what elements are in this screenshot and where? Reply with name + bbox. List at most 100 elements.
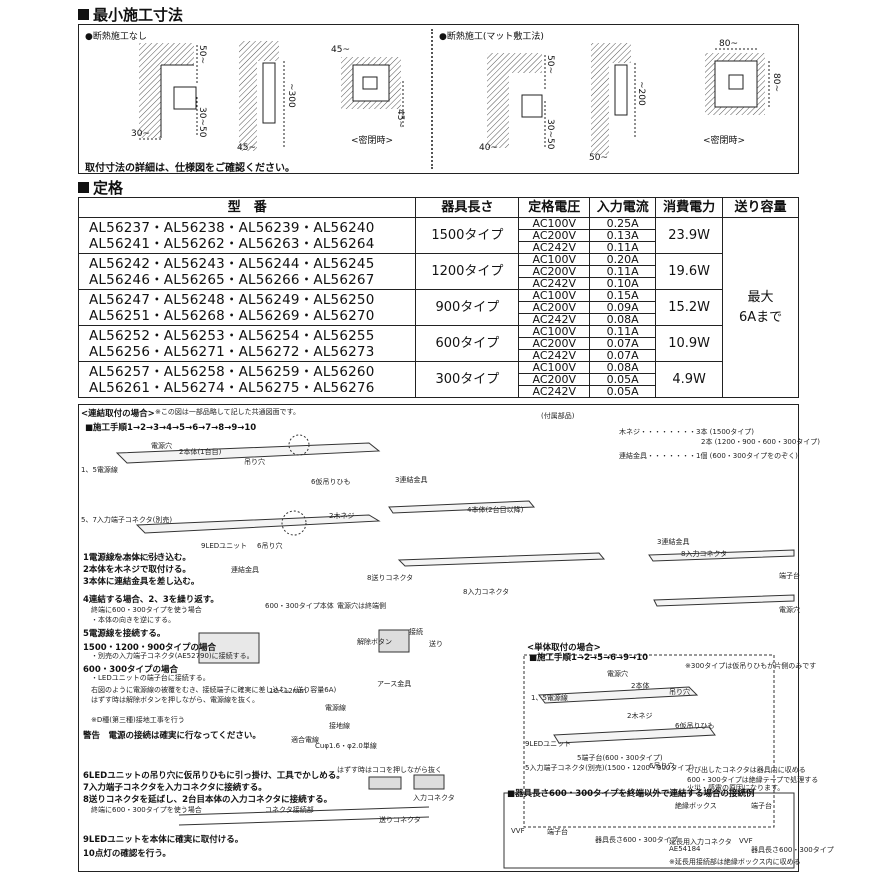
step-text: ・別売の入力端子コネクタ(AE52790)に接続する。: [91, 652, 254, 660]
no-insulation-label: ●断熱施工なし: [85, 32, 147, 42]
model-line: AL56252・AL56253・AL56254・AL56255: [89, 327, 375, 344]
bottom-label: AE54184: [669, 845, 701, 853]
header-capacity: 送り容量: [722, 197, 799, 218]
bottom-label: 器具長さ600・300タイプ: [595, 836, 678, 844]
current-cell: 0.13A: [589, 229, 657, 242]
step-text: 6LEDユニットの吊り穴に仮吊りひもに引っ掛け、工具でかしめる。: [83, 771, 345, 781]
diagram-label: 電源穴: [151, 442, 172, 450]
parts-line: 2本 (1200・900・600・300タイプ): [701, 438, 821, 446]
dim-right-7: 80~: [771, 73, 781, 92]
current-cell: 0.08A: [589, 361, 657, 374]
diagram-label: 2本体(1台目): [179, 448, 222, 456]
dim-left-3: 30~: [131, 129, 150, 139]
model-line: AL56246・AL56265・AL56266・AL56267: [89, 271, 375, 288]
current-cell: 0.10A: [589, 277, 657, 290]
single-led: [553, 726, 716, 744]
diagram-label: 8入力コネクタ: [681, 550, 728, 558]
section-square-icon: [78, 182, 89, 193]
current-cell: 0.20A: [589, 253, 657, 266]
current-cell: 0.05A: [589, 373, 657, 386]
current-cell: 0.05A: [589, 385, 657, 398]
single-label: 600・300タイプは絶縁テープで処理する: [687, 776, 819, 784]
left-drawing-long: [239, 41, 285, 151]
section-title-text: 最小施工寸法: [93, 6, 184, 24]
diagram-label: 600・300タイプ本体: [265, 602, 334, 610]
dim-left-2: 30~50: [197, 107, 207, 138]
current-cell: 0.15A: [589, 289, 657, 302]
voltage-cell: AC100V: [518, 253, 591, 266]
section-title-text: 定格: [93, 179, 124, 197]
diagram-label: 5、7入力端子コネクタ(別売): [81, 516, 173, 524]
step-text: 9LEDユニットを本体に確実に取付ける。: [83, 835, 244, 845]
panel-divider: [431, 29, 433, 169]
voltage-cell: AC100V: [518, 217, 591, 230]
dim-left-7: 45~: [395, 109, 405, 128]
diagram-label: 適合電線: [291, 736, 319, 744]
step-text: 600・300タイプの場合: [83, 665, 178, 675]
bottom-label: 絶縁ボックス: [675, 802, 717, 810]
diagram-label: 送り: [429, 640, 443, 648]
installation-drawings: [115, 434, 795, 869]
power-cell: 23.9W: [655, 217, 724, 254]
mounting-note: 取付寸法の詳細は、仕様図をご確認ください。: [85, 163, 295, 174]
current-cell: 0.09A: [589, 301, 657, 314]
model-line: AL56237・AL56238・AL56239・AL56240: [89, 219, 375, 236]
body-unit-2: [388, 500, 536, 514]
single-label: 吊り穴: [669, 688, 690, 696]
dim-left-1: 50~: [197, 45, 207, 64]
plug-drawing-2: [413, 774, 445, 790]
diagram-label: 8入力コネクタ: [463, 588, 510, 596]
hole-detail-circle: [281, 510, 307, 536]
model-line: AL56247・AL56248・AL56249・AL56250: [89, 291, 375, 308]
voltage-cell: AC100V: [518, 289, 591, 302]
single-title: <単体取付の場合>: [527, 643, 601, 653]
diagram-label: 2木ネジ: [329, 512, 355, 520]
step-text: 2本体を木ネジで取付ける。: [83, 565, 191, 575]
single-steps: ■施工手順1→2→5→6→9→10: [529, 653, 649, 663]
connector-drawing: [198, 632, 260, 664]
single-label: 2木ネジ: [627, 712, 653, 720]
bottom-label: ※延長用接続部は絶縁ボックス内に収める: [669, 858, 801, 866]
body-unit-1: [115, 442, 381, 464]
plug-drawing: [368, 776, 402, 790]
dim-right-1: 50~: [545, 55, 555, 74]
hook-detail-circle: [288, 434, 310, 456]
bottom-label: 延長用入力コネクタ: [669, 838, 732, 846]
bottom-title: ■器具長さ600・300タイプを終端以外で連結する場合の接続例: [507, 789, 755, 799]
length-cell: 1500タイプ: [415, 217, 520, 254]
installation-manual-panel: <連結取付の場合>※この図は一部品略して記した共通図面です。■施工手順1→2→3…: [78, 404, 834, 872]
current-cell: 0.11A: [589, 265, 657, 278]
bottom-label: 器具長さ600・300タイプ: [751, 846, 834, 854]
spec-table: 型 番 器具長さ 定格電圧 入力電流 消費電力 送り容量 AL56237・AL5…: [77, 197, 799, 398]
mat-insulation-label: ●断熱施工(マット敷工法): [439, 32, 544, 42]
voltage-cell: AC200V: [518, 373, 591, 386]
single-label: 9LEDユニット: [525, 740, 572, 748]
current-cell: 0.08A: [589, 313, 657, 326]
power-cell: 10.9W: [655, 325, 724, 362]
current-cell: 0.11A: [589, 325, 657, 338]
diagram-label: 解除ボタン: [357, 638, 392, 646]
dim-right-4: ~200: [636, 81, 646, 106]
bottom-label: 端子台: [751, 802, 772, 810]
diagram-label: 7入力コネクタ: [113, 554, 160, 562]
min-dimension-drawings: [139, 41, 770, 155]
diagram-label: 6仮吊りひも: [311, 478, 351, 486]
power-cell: 15.2W: [655, 289, 724, 326]
step-text: ・本体の向きを逆にする。: [91, 616, 176, 624]
current-cell: 0.11A: [589, 241, 657, 254]
diagram-label: 入力コネクタ: [413, 794, 455, 802]
min-dimension-panel: ●断熱施工なし ●断熱施工(マット敷工法): [78, 24, 799, 174]
current-cell: 0.25A: [589, 217, 657, 230]
dim-right-5: 50~: [589, 153, 608, 163]
led-unit-2: [397, 552, 606, 567]
